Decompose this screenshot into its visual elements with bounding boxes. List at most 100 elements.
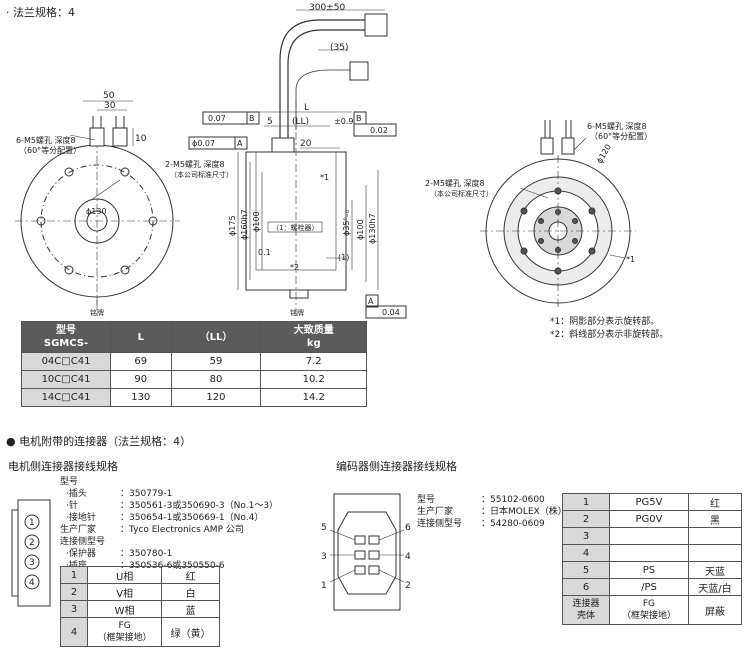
encoder-pin-no: 4 xyxy=(562,544,610,562)
spec-LL: 80 xyxy=(170,370,262,389)
center-dim-L: L xyxy=(304,103,309,113)
motor-pin-no: 2 xyxy=(60,583,88,601)
position-tolerance: ϕ0.07 xyxy=(192,139,215,148)
technical-drawing: 50 30 10 6-M5螺孔 深度8 （60°等分配置） ϕ130 铭牌 xyxy=(15,3,652,319)
center-d130: ϕ130h7 xyxy=(368,213,377,244)
encoder-pin-no: 2 xyxy=(562,510,610,528)
encoder-side-title: 编码器侧连接器接线规格 xyxy=(336,460,457,473)
center-view xyxy=(188,9,407,319)
spec-LL: 120 xyxy=(170,388,262,407)
motor-info-row: 型号 xyxy=(60,477,79,487)
left-dim-50: 50 xyxy=(103,91,115,101)
encoder-pin-label: 3 xyxy=(321,552,327,562)
parallel-ref: B xyxy=(249,114,255,123)
right-m5-note2: （本公司标准尺寸） xyxy=(430,189,493,198)
left-hole-note2: （60°等分配置） xyxy=(19,145,81,155)
motor-pin-2 xyxy=(24,534,40,550)
motor-pin-color: 白 xyxy=(161,583,220,601)
encoder-pin-color: 屏蔽 xyxy=(687,595,743,625)
motor-side-info: 型号 ·插头：350779-1 ·针：350561-3或350690-3（No.… xyxy=(60,476,278,572)
motor-pin-label: 4 xyxy=(29,578,35,588)
motor-pin-signal: U相 xyxy=(86,566,163,584)
spec-table: 型号 SGMCS- L （LL） 大致质量 kg 04C□C41 69 59 7… xyxy=(21,321,367,407)
motor-info-row: ·保护器：350780-1 xyxy=(66,549,173,559)
motor-info-row: ·接地针：350654-1或350669-1（No.4） xyxy=(66,513,264,523)
encoder-pin-color: 天蓝/白 xyxy=(687,578,743,596)
encoder-pin-label: 1 xyxy=(321,581,327,591)
center-dim-20: 20 xyxy=(300,139,312,149)
center-d175: ϕ175 xyxy=(228,215,237,236)
encoder-pin-signal xyxy=(609,544,689,562)
position-ref: A xyxy=(237,139,243,148)
right-hole-note: 6-M5螺孔 深度8 xyxy=(587,121,647,131)
center-d100b: ϕ100 xyxy=(356,219,365,240)
center-d100: ϕ100 xyxy=(252,211,261,232)
footnote-1: *1：阴影部分表示旋转部。 xyxy=(550,317,660,327)
center-star1: *1 xyxy=(320,173,329,182)
left-dim-30: 30 xyxy=(104,101,116,111)
motor-pin-no: 4 xyxy=(60,617,88,647)
right-star1: *1 xyxy=(626,255,635,264)
encoder-pin-color: 红 xyxy=(687,493,743,511)
spec-header-model: 型号 SGMCS- xyxy=(21,321,111,353)
spec-mass: 7.2 xyxy=(260,352,367,371)
spec-header-LL: （LL） xyxy=(170,321,262,353)
flange-title: · 法兰规格：4 xyxy=(6,6,75,19)
encoder-pin-no: 连接器 壳体 xyxy=(562,595,610,625)
encoder-pin-color: 天蓝 xyxy=(687,561,743,579)
spec-header-mass: 大致质量 kg xyxy=(260,321,367,353)
motor-pin-3 xyxy=(24,554,40,570)
left-dim-10: 10 xyxy=(135,134,147,144)
encoder-pin-no: 5 xyxy=(562,561,610,579)
spec-L: 90 xyxy=(110,370,172,389)
encoder-side-info: 型号：55102-0600 生产厂家：日本MOLEX（株） 连接侧型号：5428… xyxy=(417,494,567,530)
center-bolt-label: （1：螺栓器） xyxy=(272,223,318,232)
center-d35: ϕ35⁰₋₀ xyxy=(342,210,351,236)
footnote-2: *2：斜线部分表示非旋转部。 xyxy=(550,330,669,340)
center-cable-length: 300±50 xyxy=(309,3,345,13)
center-bottom-label: 铭牌 xyxy=(290,308,304,317)
encoder-pin-signal: PS xyxy=(609,561,689,579)
spec-model: 04C□C41 xyxy=(21,352,111,371)
motor-connector-drawing: 1 2 3 4 xyxy=(11,499,51,607)
motor-pin-1 xyxy=(24,514,40,530)
right-ref: B xyxy=(356,114,362,123)
connector-section-title: ● 电机附带的连接器（法兰规格：4） xyxy=(6,435,192,448)
encoder-pin-no: 3 xyxy=(562,527,610,545)
motor-info-row: ·针：350561-3或350690-3（No.1～3） xyxy=(66,501,279,511)
spec-model: 14C□C41 xyxy=(21,388,111,407)
center-dim-1: (1) xyxy=(338,253,349,262)
left-view xyxy=(15,100,180,310)
motor-info-row: 生产厂家：Tyco Electronics AMP 公司 xyxy=(60,525,244,535)
encoder-pin-color xyxy=(687,544,743,562)
encoder-pin-color: 黑 xyxy=(687,510,743,528)
motor-info-row: 连接侧型号 xyxy=(60,537,106,547)
spec-L: 130 xyxy=(110,388,172,407)
right-tolerance: 0.02 xyxy=(370,126,388,135)
motor-pin-no: 1 xyxy=(60,566,88,584)
spec-L: 69 xyxy=(110,352,172,371)
spec-header-L: L xyxy=(110,321,172,353)
right-hole-note2: （60°等分配置） xyxy=(590,131,652,141)
motor-pin-label: 2 xyxy=(29,538,35,548)
motor-side-title: 电机侧连接器接线规格 xyxy=(8,460,118,473)
encoder-pin-label: 4 xyxy=(405,552,411,562)
center-tol-09: ±0.9 xyxy=(334,117,353,126)
right-m5-note: 2-M5螺孔 深度8 xyxy=(425,178,485,188)
encoder-pin-label: 5 xyxy=(321,523,327,533)
motor-pin-color: 绿（黄） xyxy=(161,617,220,647)
spec-header-row: 型号 SGMCS- L （LL） 大致质量 kg xyxy=(21,321,367,353)
encoder-pin-no: 6 xyxy=(562,578,610,596)
left-phi-label: ϕ130 xyxy=(86,207,107,216)
center-dim-35: (35) xyxy=(330,43,348,53)
motor-pin-color: 蓝 xyxy=(161,600,220,618)
encoder-pin-color xyxy=(687,527,743,545)
motor-info-row: ·插头：350779-1 xyxy=(66,489,173,499)
table-row: 4 xyxy=(562,544,743,562)
motor-pin-signal: FG （框架接地） xyxy=(86,617,163,647)
center-dim-01: 0.1 xyxy=(258,248,271,257)
